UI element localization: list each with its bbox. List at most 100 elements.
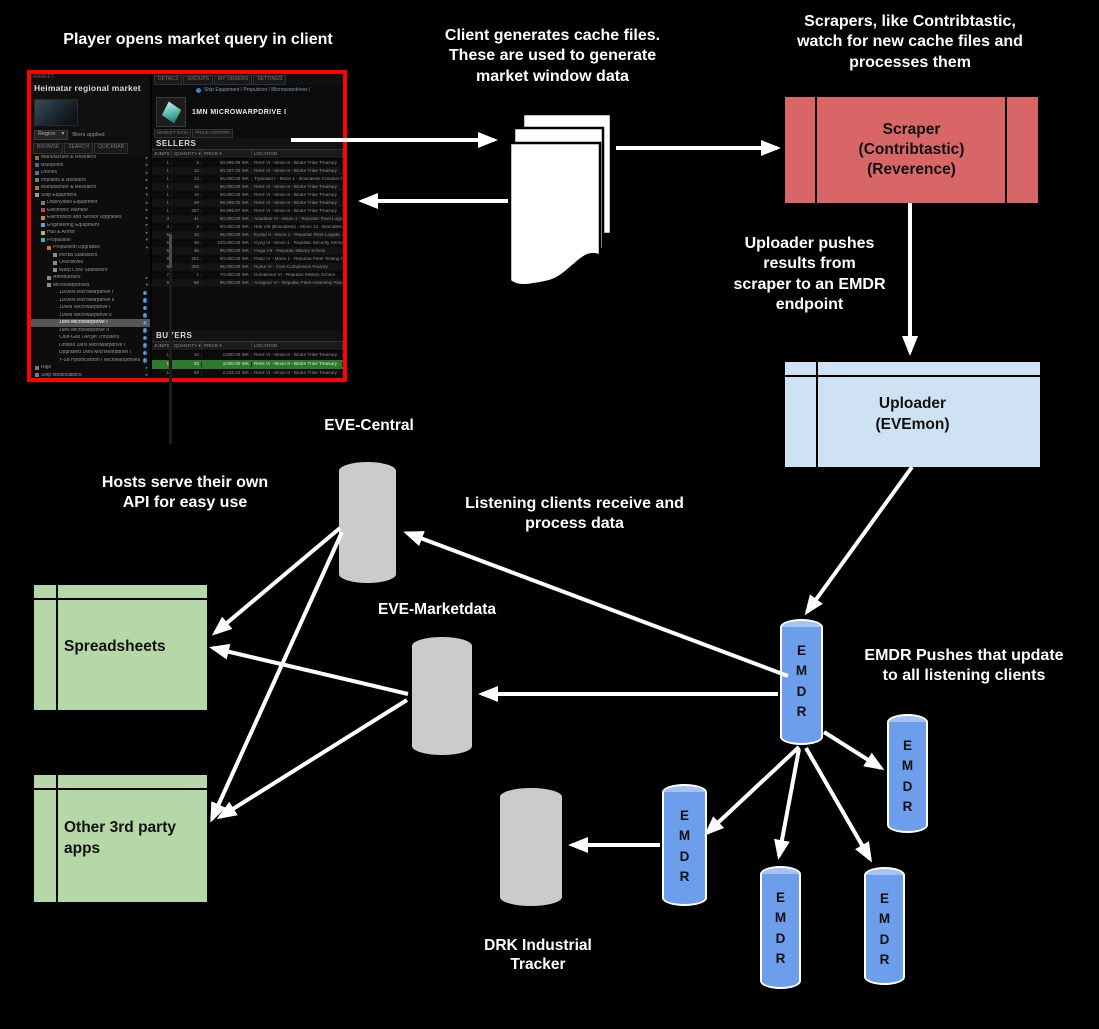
- tree-item[interactable]: Manufacture & Research i ▸: [31, 184, 150, 192]
- seller-row[interactable]: 6 45 96,000.00 ISK Onga VII - Republic M…: [152, 247, 343, 255]
- other-3rd-party-apps-box: Other 3rd party apps: [32, 773, 209, 904]
- column-header[interactable]: LOCATION: [252, 150, 343, 158]
- seller-row[interactable]: 3 41 60,000.00 ISK Abudban VI - Moon 1 -…: [152, 215, 343, 223]
- tree-item[interactable]: Ship Equipment i ▾: [31, 192, 150, 200]
- expand-caret-icon[interactable]: ▾: [145, 244, 148, 250]
- tree-item[interactable]: Overdrives i: [31, 259, 150, 267]
- expand-caret-icon[interactable]: ▸: [145, 184, 148, 190]
- expand-caret-icon[interactable]: ▸: [145, 207, 148, 212]
- tree-item[interactable]: Rigs i ▸: [31, 364, 150, 372]
- tree-scrollbar[interactable]: [169, 232, 172, 444]
- expand-caret-icon[interactable]: ▸: [145, 222, 148, 227]
- tree-item[interactable]: Cold-Gas I Arcjet Thrusters i: [31, 334, 150, 342]
- expand-caret-icon[interactable]: ▸: [145, 214, 148, 220]
- expand-caret-icon[interactable]: ▸: [145, 169, 148, 175]
- seller-row[interactable]: 7 1 70,000.00 ISK Dumkirinur VI - Republ…: [152, 271, 343, 279]
- info-icon[interactable]: i: [142, 290, 147, 295]
- market-data-tab[interactable]: PRICE HISTORY: [192, 129, 234, 138]
- expand-caret-icon[interactable]: ▾: [145, 192, 148, 197]
- tree-item[interactable]: Electronic Warfare i ▸: [31, 207, 150, 215]
- location-cell: Rens VI - Moon 8 - Brutor Tribe Treasury: [252, 371, 343, 376]
- tree-item[interactable]: 10MN Microwarpdrive I i: [31, 304, 150, 312]
- tree-item[interactable]: Afterburners i ▸: [31, 274, 150, 282]
- expand-caret-icon[interactable]: ▸: [145, 364, 148, 370]
- column-header[interactable]: PRICE ▾: [202, 150, 252, 158]
- seller-row[interactable]: 8 302 65,000.00 ISK Ryrka VI - Core Comp…: [152, 263, 343, 271]
- expand-caret-icon[interactable]: ▸: [145, 162, 148, 167]
- info-icon[interactable]: i: [142, 358, 147, 363]
- expand-caret-icon[interactable]: ▸: [145, 154, 148, 160]
- info-icon[interactable]: i: [142, 313, 147, 318]
- tree-item[interactable]: Deployable Equipment i ▸: [31, 199, 150, 207]
- seller-row[interactable]: 1 12 50,387.00 ISK Rens VI - Moon 8 - Br…: [152, 167, 343, 175]
- seller-row[interactable]: 9 68 96,000.00 ISK Ansignar VI - Republi…: [152, 279, 343, 287]
- expand-caret-icon[interactable]: ▸: [145, 372, 148, 377]
- expand-caret-icon[interactable]: ▸: [145, 177, 148, 182]
- details-tab[interactable]: DETAILS: [154, 75, 183, 85]
- tree-item[interactable]: 10MN Microwarpdrive II i: [31, 312, 150, 320]
- column-header[interactable]: PRICE ▾: [202, 342, 252, 350]
- region-dropdown[interactable]: Region ▾: [34, 130, 69, 140]
- info-icon[interactable]: i: [142, 305, 147, 310]
- tree-item[interactable]: Manufacture & Research i ▸: [31, 154, 150, 162]
- seller-row[interactable]: 8 251 60,000.00 ISK Pator IV - Moon 1 - …: [152, 255, 343, 263]
- info-icon[interactable]: i: [142, 335, 147, 340]
- buyer-row[interactable]: 1 10 2,500.00 ISK Rens VI - Moon 8 - Bru…: [152, 351, 343, 360]
- browse-tab[interactable]: SEARCH: [64, 143, 94, 154]
- seller-row[interactable]: 6 48 230,000.00 ISK Gyng III - Moon 1 - …: [152, 239, 343, 247]
- expand-caret-icon[interactable]: ▾: [145, 282, 148, 287]
- info-icon[interactable]: i: [142, 350, 147, 355]
- column-header[interactable]: JUMPS ▾: [152, 150, 172, 158]
- tree-item[interactable]: 1MN Microwarpdrive II i: [31, 327, 150, 335]
- browse-tab[interactable]: QUICKBAR: [94, 143, 129, 154]
- tree-item[interactable]: Ship Modifications i ▸: [31, 372, 150, 379]
- details-tab[interactable]: MY ORDERS: [214, 75, 253, 85]
- buyer-row[interactable]: 1 20 3,000.00 ISK Rens VI - Moon 8 - Bru…: [152, 360, 343, 369]
- tree-item[interactable]: 100MN Microwarpdrive I i: [31, 289, 150, 297]
- tree-item[interactable]: Propulsion i ▾: [31, 237, 150, 245]
- seller-row[interactable]: 1 257 59,999.97 ISK Rens VI - Moon 8 - B…: [152, 207, 343, 215]
- item-icon[interactable]: [156, 97, 186, 127]
- column-header[interactable]: QUANTITY ▾: [172, 342, 202, 350]
- tree-item[interactable]: Drones i ▸: [31, 169, 150, 177]
- window-titlebar[interactable]: MARKET: [33, 74, 54, 80]
- info-icon[interactable]: i: [142, 328, 147, 333]
- info-icon[interactable]: i: [142, 298, 147, 303]
- seller-row[interactable]: 4 8 60,000.00 ISK Hek VIII (Boundless) -…: [152, 223, 343, 231]
- info-icon[interactable]: i: [142, 320, 147, 325]
- tree-item[interactable]: Upgraded 1MN Microwarpdrive I i: [31, 349, 150, 357]
- tree-item[interactable]: Hull & Armor i ▸: [31, 229, 150, 237]
- tree-item[interactable]: Blueprints i ▸: [31, 162, 150, 170]
- tree-item[interactable]: Engineering Equipment i ▸: [31, 222, 150, 230]
- tree-item[interactable]: 1MN Microwarpdrive I i: [31, 319, 150, 327]
- expand-caret-icon[interactable]: ▾: [145, 237, 148, 242]
- tree-item[interactable]: Propulsion Upgrades i ▾: [31, 244, 150, 252]
- tree-item[interactable]: Y-S8 Hydrocarbon I Microwarpdrives i: [31, 357, 150, 365]
- seller-row[interactable]: 1 5 50,999.99 ISK Rens VI - Moon 8 - Bru…: [152, 159, 343, 167]
- column-header[interactable]: LOCATION: [252, 342, 343, 350]
- column-header[interactable]: QUANTITY ▾: [172, 150, 202, 158]
- buyer-row[interactable]: 1 68 2,222.22 ISK Rens VI - Moon 8 - Bru…: [152, 369, 343, 378]
- tree-item[interactable]: Inertia Stabilizers i: [31, 252, 150, 260]
- tree-item[interactable]: Microwarpdrives i ▾: [31, 282, 150, 290]
- details-tab[interactable]: GROUPS: [183, 75, 214, 85]
- browse-tab[interactable]: BROWSE: [33, 143, 64, 154]
- seller-row[interactable]: 1 19 58,000.00 ISK Rens VI - Moon 8 - Br…: [152, 191, 343, 199]
- breadcrumb[interactable]: Ship Equipment / Propulsion / Microwarpd…: [152, 85, 343, 95]
- seller-row[interactable]: 1 13 55,000.00 ISK Trytedald I - Moon 1 …: [152, 175, 343, 183]
- tree-item[interactable]: 100MN Microwarpdrive II i: [31, 297, 150, 305]
- tree-item[interactable]: Warp Core Stabilizers i: [31, 267, 150, 275]
- tree-item[interactable]: Limited 1MN Microwarpdrive I i: [31, 342, 150, 350]
- seller-row[interactable]: 1 16 56,000.00 ISK Rens VI - Moon 8 - Br…: [152, 183, 343, 191]
- market-data-tab[interactable]: MARKET DATA: [154, 129, 192, 138]
- expand-caret-icon[interactable]: ▸: [145, 199, 148, 205]
- tree-item[interactable]: Electronics and Sensor Upgrades i ▸: [31, 214, 150, 222]
- seller-row[interactable]: 6 10 65,000.00 ISK Eystur II - Moon 1 - …: [152, 231, 343, 239]
- details-tab[interactable]: SETTINGS: [253, 75, 287, 85]
- info-icon[interactable]: i: [142, 343, 147, 348]
- expand-caret-icon[interactable]: ▸: [145, 274, 148, 280]
- tree-item[interactable]: Implants & Boosters i ▸: [31, 177, 150, 185]
- seller-row[interactable]: 1 29 59,999.00 ISK Rens VI - Moon 8 - Br…: [152, 199, 343, 207]
- expand-caret-icon[interactable]: ▸: [145, 229, 148, 235]
